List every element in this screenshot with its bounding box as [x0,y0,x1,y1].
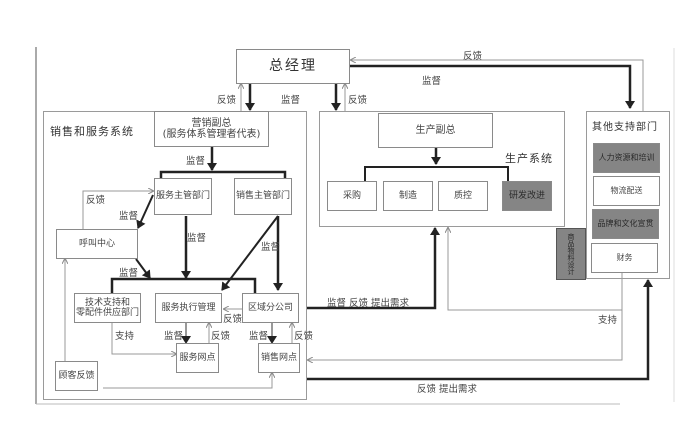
label-supervise-service-exec: 监督 [187,233,207,244]
production-vp-box[interactable]: 生产副总 [378,113,493,148]
other-support-title: 其他支持部门 [592,122,658,133]
customer-feedback-label: 顾客反馈 [58,370,95,381]
label-supervise-feedback-request: 监督 反馈 提出需求 [327,298,410,309]
service-exec-label: 服务执行管理 [161,302,216,313]
tech-support-box[interactable]: 技术支持和 零配件供应部门 [74,293,141,323]
tech-support-label-2: 零配件供应部门 [75,308,139,318]
label-support-right: 支持 [598,315,618,326]
service-dept-box[interactable]: 服务主管部门 [154,178,212,215]
arrow-callcenter-to-bar [135,258,151,279]
prod-unit-procurement[interactable]: 采购 [327,181,377,211]
production-system-title: 生产系统 [505,152,553,165]
marketing-vp-box[interactable]: 营销副总 (服务体系管理者代表) [154,111,269,147]
support-unit-label: 物流配送 [610,186,643,196]
support-unit-finance[interactable]: 财务 [591,243,658,273]
arrow-service-to-callcenter [136,194,154,229]
label-supervise-gm: 监督 [281,95,301,106]
prod-unit-label: 质控 [453,190,472,201]
arrow-tech-support [111,322,176,354]
support-unit-label: 品牌和文化宣贯 [597,219,654,229]
product-material-design-box[interactable]: 商品物料设计 [556,228,586,280]
arrow-support-to-production [448,228,623,311]
arrow-customer-to-salesoutlet [103,373,272,389]
support-unit-label: 财务 [616,253,633,263]
marketing-vp-label: 营销副总 [191,117,232,129]
label-support-tech: 支持 [115,331,135,342]
arrow-support-to-sales [308,310,623,360]
arrow-gm-to-support [349,64,635,109]
service-exec-box[interactable]: 服务执行管理 [155,293,222,323]
sales-outlet-box[interactable]: 销售网点 [258,343,300,373]
label-feedback-gm-marketing: 反馈 [217,95,237,106]
service-outlet-box[interactable]: 服务网点 [176,343,219,373]
support-unit-logistics[interactable]: 物流配送 [593,176,660,206]
support-unit-brand[interactable]: 品牌和文化宣贯 [592,209,659,239]
production-system-frame [319,111,565,227]
prod-unit-manufacturing[interactable]: 制造 [383,181,433,211]
prod-unit-label: 制造 [398,190,417,201]
label-supervise-sales: 监督 [261,242,281,253]
support-unit-hr[interactable]: 人力资源和培训 [593,143,660,173]
service-dept-label: 服务主管部门 [155,191,210,202]
production-vp-label: 生产副总 [415,124,456,136]
sales-dept-label: 销售主管部门 [235,191,290,202]
arrow-sales-to-production [306,227,440,310]
label-supervise-callcenter: 监督 [119,211,139,222]
label-feedback-branch: 反馈 [223,314,243,325]
product-material-design-label: 商品物料设计 [567,233,576,275]
label-supervise-vp: 监督 [186,156,206,167]
call-center-box[interactable]: 呼叫中心 [56,229,138,259]
other-support-frame [586,111,670,279]
label-feedback-salesoutlet: 反馈 [294,331,314,342]
arrow-support-feedback [351,60,644,111]
label-supervise-salesoutlet: 监督 [249,331,269,342]
bracket-execution [110,277,257,294]
general-manager-label: 总经理 [269,58,317,75]
arrow-sales-to-support [306,279,653,381]
prod-unit-label: 研发改进 [508,190,545,201]
label-supervise-bar: 监督 [119,268,139,279]
label-feedback-gm-production: 反馈 [348,95,368,106]
call-center-label: 呼叫中心 [78,238,115,249]
label-feedback-support: 反馈 [463,51,483,62]
label-supervise-support: 监督 [422,76,442,87]
customer-feedback-box[interactable]: 顾客反馈 [55,361,98,391]
label-supervise-outlet: 监督 [164,331,184,342]
label-feedback-outlet: 反馈 [211,331,231,342]
service-outlet-label: 服务网点 [179,352,216,363]
prod-unit-label: 采购 [342,190,361,201]
prod-unit-quality[interactable]: 质控 [438,181,488,211]
regional-branch-box[interactable]: 区域分公司 [242,293,299,323]
label-feedback-callcenter: 反馈 [86,195,106,206]
regional-branch-label: 区域分公司 [247,302,293,313]
bracket-depts [159,170,287,178]
tech-support-label-1: 技术支持和 [84,297,130,308]
general-manager-box[interactable]: 总经理 [236,49,350,84]
sales-outlet-label: 销售网点 [260,352,297,363]
label-feedback-request: 反馈 提出需求 [417,384,478,395]
arrow-sales-to-exec [221,215,279,291]
prod-unit-rnd[interactable]: 研发改进 [502,181,552,211]
bracket-prod-units [364,166,509,181]
arrow-callcenter-feedback [82,191,153,230]
sales-dept-box[interactable]: 销售主管部门 [234,178,292,215]
sales-service-system-title: 销售和服务系统 [50,125,134,138]
support-unit-label: 人力资源和培训 [598,153,655,163]
marketing-vp-sublabel: (服务体系管理者代表) [162,129,261,140]
